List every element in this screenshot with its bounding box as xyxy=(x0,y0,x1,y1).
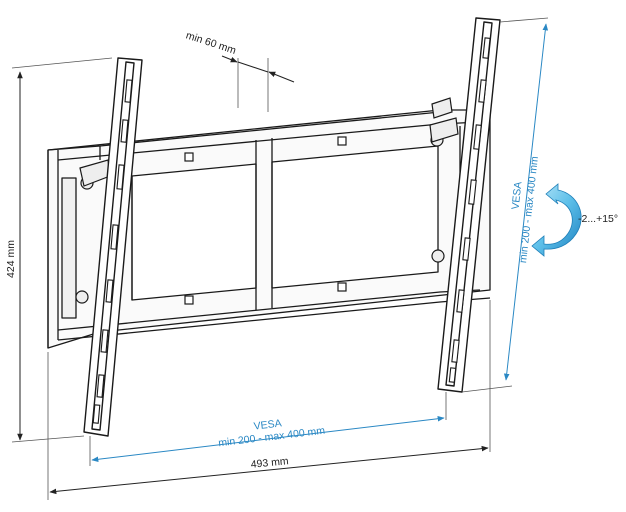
height-label: 424 mm xyxy=(5,240,17,278)
width-dimension-line xyxy=(49,445,489,495)
vesa-horizontal-title: VESA xyxy=(253,417,282,432)
vesa-horizontal-dimension-line xyxy=(91,415,445,463)
wall-plate xyxy=(47,109,491,349)
tilt-range-label: -2...+15° xyxy=(578,213,618,225)
depth-dimension xyxy=(221,55,295,83)
vesa-vertical-dimension-line xyxy=(503,23,549,381)
hinge-brackets xyxy=(75,97,459,304)
vesa-vertical-title: VESA xyxy=(509,181,524,210)
extension-lines xyxy=(11,17,549,500)
curved-rotation-arrow-icon xyxy=(531,183,582,257)
depth-label: min 60 mm xyxy=(184,29,237,57)
right-arm-slots xyxy=(448,37,491,383)
wall-plate-slots xyxy=(184,136,347,305)
